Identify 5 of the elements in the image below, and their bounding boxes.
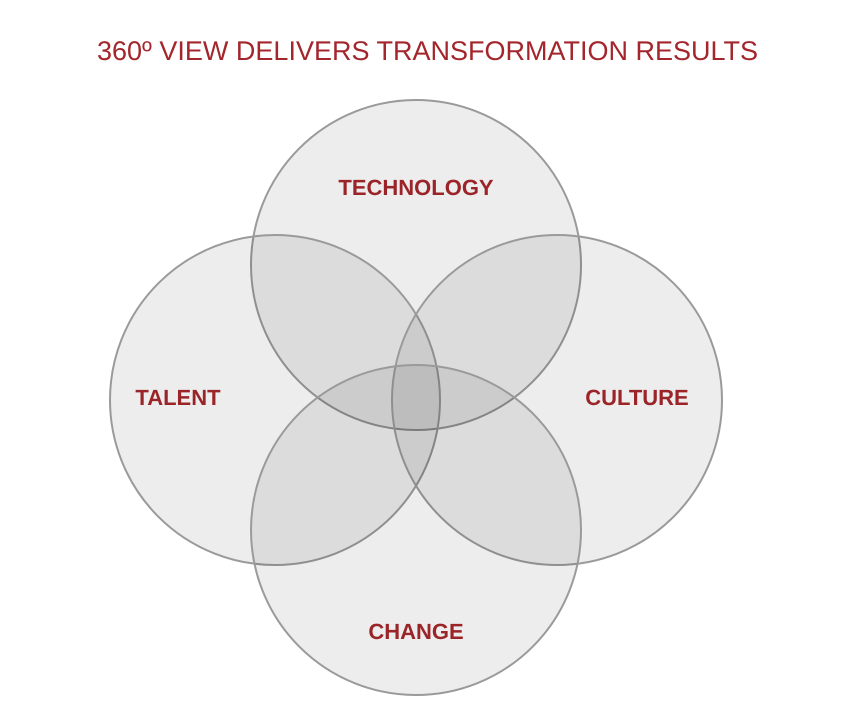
circle-label: CULTURE <box>585 385 689 411</box>
title: 360º VIEW DELIVERS TRANSFORMATION RESULTS <box>96 36 759 67</box>
circle-label: TALENT <box>135 385 221 411</box>
circle-label: CHANGE <box>368 619 464 645</box>
circle-label: TECHNOLOGY <box>338 175 494 201</box>
